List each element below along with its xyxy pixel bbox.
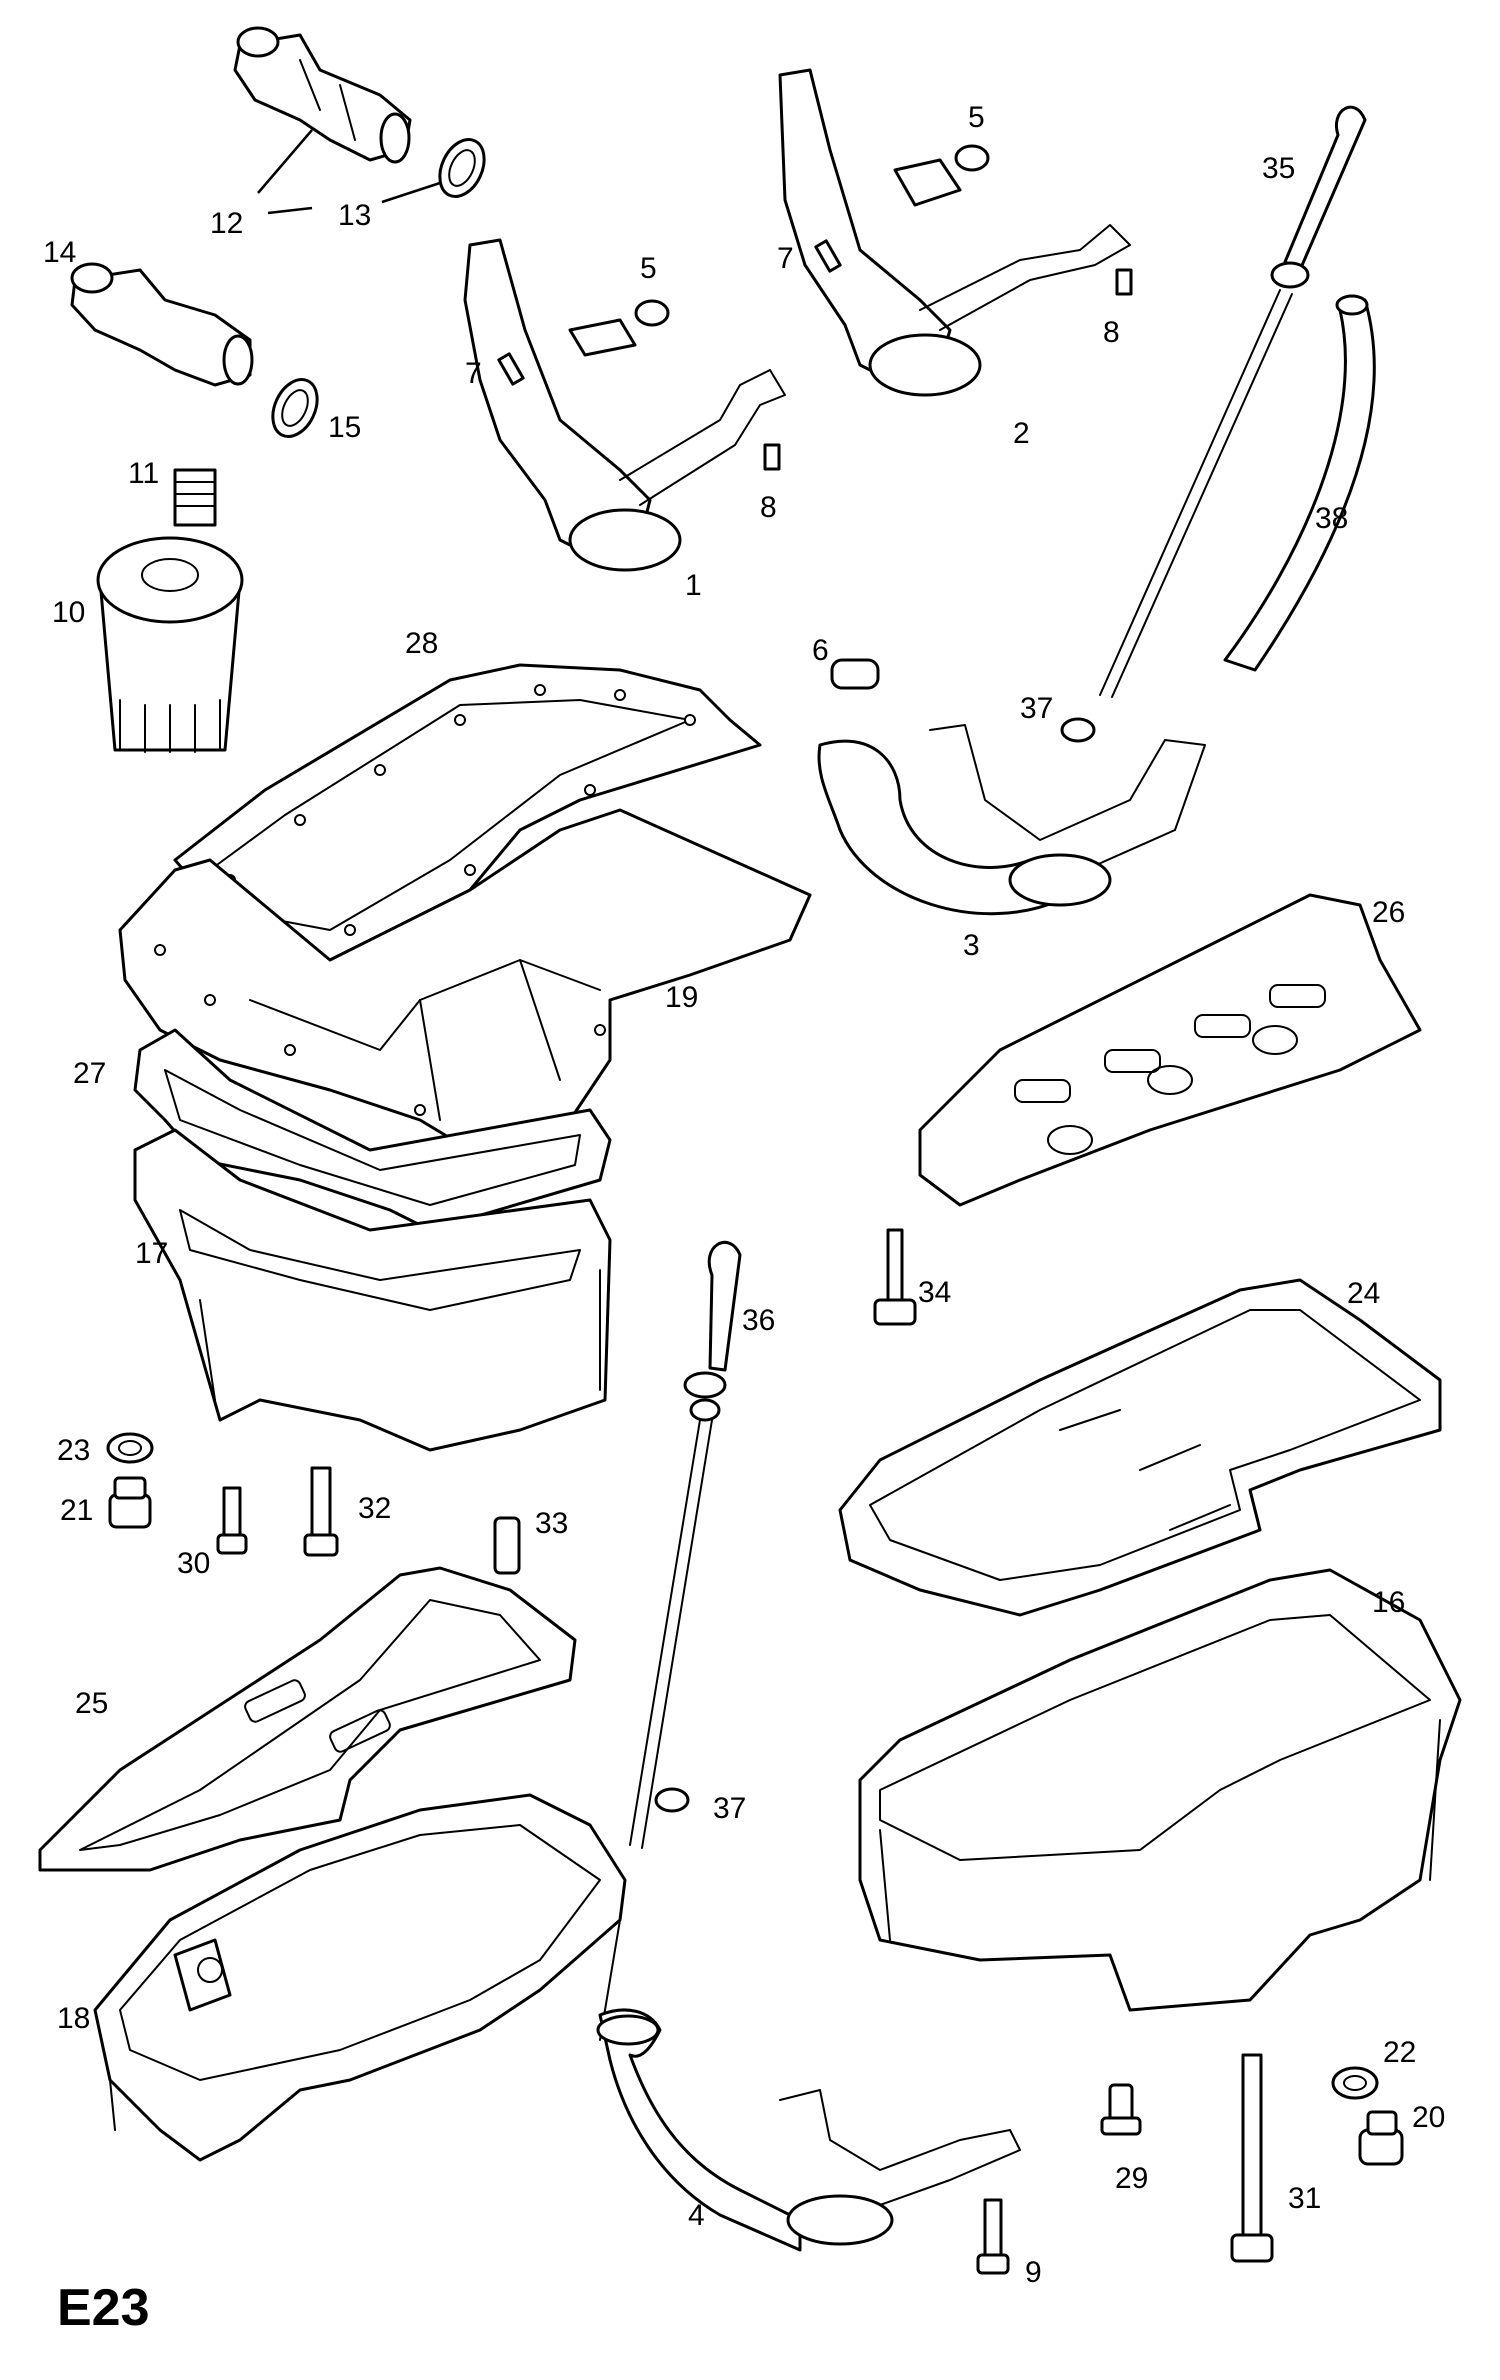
- callout-2: 2: [1013, 417, 1030, 450]
- sealing-ring-23: [106, 1432, 154, 1464]
- bolt-8: [763, 268, 1133, 471]
- callout-labels: 1 2 3 4 5 5 6 7 7 8 8 9 10 11 12 13 14 1…: [43, 101, 1445, 2289]
- callout-38: 38: [1315, 502, 1348, 535]
- callout-26: 26: [1372, 896, 1405, 929]
- callout-13: 13: [338, 199, 371, 232]
- oil-pan-16: [858, 1568, 1462, 2012]
- callout-3: 3: [963, 929, 980, 962]
- callout-29: 29: [1115, 2162, 1148, 2195]
- callout-14: 14: [43, 236, 76, 269]
- sealing-ring-22: [1331, 2066, 1379, 2100]
- callout-21: 21: [60, 1494, 93, 1527]
- oil-pump-suction-pipe-1: [463, 238, 786, 572]
- callout-12: 12: [210, 207, 243, 240]
- bolt-34: [873, 1228, 917, 1326]
- callout-15: 15: [328, 411, 361, 444]
- sealing-ring-5: [634, 144, 990, 327]
- oil-pressure-switch-14: [70, 262, 254, 387]
- oil-pan-gasket-24: [838, 1278, 1442, 1617]
- callout-8b: 8: [1103, 316, 1120, 349]
- oil-pan-gasket-28: [173, 663, 762, 962]
- callout-7b: 7: [777, 242, 794, 275]
- oil-dipstick-36: [629, 1241, 742, 1849]
- sealing-ring-37-top: [1060, 717, 1096, 743]
- callout-27: 27: [73, 1057, 106, 1090]
- callout-1: 1: [685, 569, 702, 602]
- oil-pan-18: [93, 1793, 627, 2162]
- oil-pressure-switch-12: [233, 26, 412, 164]
- callout-37b: 37: [713, 1792, 746, 1825]
- callout-23: 23: [57, 1434, 90, 1467]
- adapter-nipple-11: [173, 468, 217, 527]
- callout-8a: 8: [760, 491, 777, 524]
- bolt-29: [1100, 2083, 1142, 2136]
- sealing-ring-15: [271, 378, 319, 438]
- callout-18: 18: [57, 2002, 90, 2035]
- dipstick-guide-tube-38: [1223, 294, 1376, 672]
- drain-plug-21: [108, 1476, 152, 1529]
- callout-10: 10: [52, 596, 85, 629]
- bolt-9: [976, 2198, 1010, 2275]
- callout-33: 33: [535, 1507, 568, 1540]
- callout-20: 20: [1412, 2101, 1445, 2134]
- bolt-7: [497, 239, 842, 386]
- callout-36: 36: [742, 1304, 775, 1337]
- baffle-plate-25: [38, 1566, 577, 1872]
- callout-24: 24: [1347, 1277, 1380, 1310]
- bolt-32: [303, 1466, 339, 1557]
- oil-pump-suction-pipe-4: [596, 2008, 1021, 2252]
- callout-35: 35: [1262, 152, 1295, 185]
- oil-pump-suction-pipe-2: [778, 68, 1131, 397]
- oil-pan-17: [133, 1128, 612, 1452]
- callout-37a: 37: [1020, 692, 1053, 725]
- bolt-33: [493, 1516, 521, 1575]
- callout-6: 6: [812, 634, 829, 667]
- callout-4: 4: [688, 2199, 705, 2232]
- callout-22: 22: [1383, 2036, 1416, 2069]
- oil-filter-10: [96, 536, 244, 753]
- oil-pump-suction-pipe-3: [817, 724, 1206, 916]
- leader-lines: [257, 129, 441, 215]
- callout-30: 30: [177, 1547, 210, 1580]
- callout-17: 17: [135, 1237, 168, 1270]
- oil-pan-upper-section-19: [118, 808, 812, 1152]
- callout-5b: 5: [968, 101, 985, 134]
- callout-9: 9: [1025, 2256, 1042, 2289]
- sealing-ring-37-bottom: [654, 1787, 690, 1813]
- callout-11: 11: [128, 457, 159, 490]
- oil-pan-gasket-27: [133, 1028, 612, 1232]
- sealing-ring-13: [438, 138, 486, 198]
- callout-7a: 7: [465, 357, 482, 390]
- bolt-31: [1230, 2053, 1274, 2263]
- callout-28: 28: [405, 627, 438, 660]
- callout-5a: 5: [640, 252, 657, 285]
- drain-plug-20: [1358, 2110, 1404, 2166]
- callout-32: 32: [358, 1492, 391, 1525]
- callout-34: 34: [918, 1276, 951, 1309]
- callout-31: 31: [1288, 2182, 1321, 2215]
- gasket-6: [830, 658, 880, 690]
- bolt-30: [216, 1486, 248, 1555]
- callout-25: 25: [75, 1687, 108, 1720]
- callout-16: 16: [1372, 1586, 1405, 1619]
- figure-code: E23: [57, 2279, 150, 2337]
- baffle-plate-26: [918, 893, 1422, 1207]
- oil-dipstick-35: [1099, 105, 1367, 698]
- callout-19: 19: [665, 981, 698, 1014]
